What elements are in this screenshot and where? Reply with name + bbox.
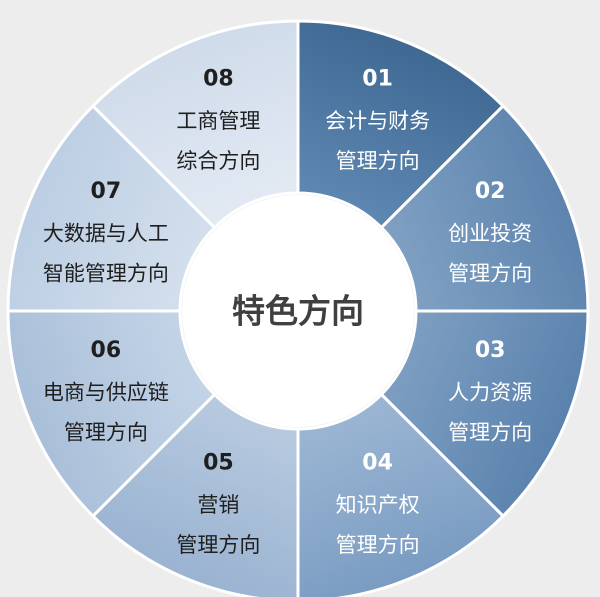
segment-number: 03 <box>475 338 506 363</box>
segment-05 <box>90 392 300 597</box>
segment-text-line: 电商与供应链 <box>43 381 169 405</box>
center-title: 特色方向 <box>232 292 364 331</box>
segment-text-line: 管理方向 <box>64 421 148 445</box>
segment-02 <box>379 103 590 313</box>
segment-number: 08 <box>203 66 234 91</box>
segment-text-line: 管理方向 <box>448 421 532 445</box>
segment-01 <box>296 19 506 230</box>
segment-number: 01 <box>362 66 393 91</box>
segment-text-line: 大数据与人工 <box>43 221 169 245</box>
segment-03 <box>379 309 590 519</box>
center-hub: 特色方向 <box>182 195 414 427</box>
segment-number: 04 <box>362 451 393 476</box>
segment-04 <box>296 392 506 597</box>
segment-06 <box>6 309 217 519</box>
segment-number: 07 <box>91 179 122 204</box>
segment-08 <box>90 19 300 230</box>
segment-text-line: 管理方向 <box>176 533 260 557</box>
segment-text-line: 会计与财务 <box>325 109 430 133</box>
segment-text-line: 创业投资 <box>448 221 532 245</box>
segment-text-line: 人力资源 <box>448 381 532 405</box>
segments-layer <box>6 19 590 597</box>
segment-text-line: 管理方向 <box>336 533 420 557</box>
segment-number: 06 <box>91 338 122 363</box>
labels-layer: 01会计与财务管理方向02创业投资管理方向03人力资源管理方向04知识产权管理方… <box>43 66 532 557</box>
segment-text-line: 知识产权 <box>336 493 420 517</box>
segment-text-line: 综合方向 <box>176 149 260 173</box>
segment-text-line: 营销 <box>197 493 239 517</box>
segment-text-line: 管理方向 <box>448 261 532 285</box>
segment-text-line: 工商管理 <box>176 109 260 133</box>
segment-number: 05 <box>203 451 234 476</box>
segment-text-line: 智能管理方向 <box>43 261 169 285</box>
center-circle <box>182 195 414 427</box>
segment-07 <box>6 103 217 313</box>
segment-number: 02 <box>475 179 506 204</box>
segment-text-line: 管理方向 <box>336 149 420 173</box>
